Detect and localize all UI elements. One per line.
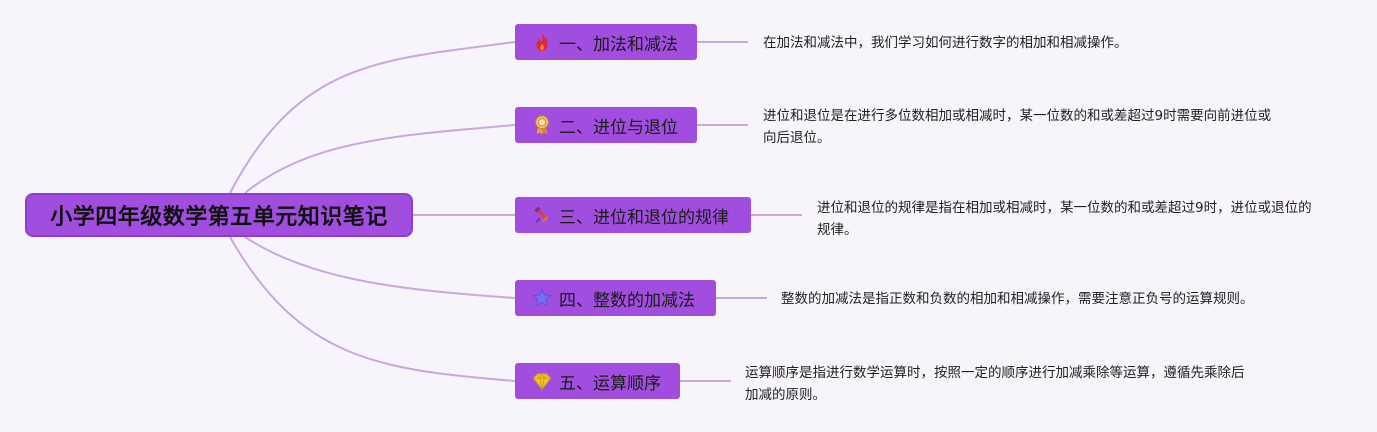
diamond-icon — [531, 370, 553, 392]
root-title: 小学四年级数学第五单元知识笔记 — [50, 205, 388, 230]
star-icon — [531, 287, 553, 309]
branch-label-3: 三、进位和退位的规律 — [559, 207, 729, 228]
branch-node-5[interactable]: 五、运算顺序 — [515, 363, 680, 399]
tools-icon — [531, 204, 553, 226]
branch-node-3[interactable]: 三、进位和退位的规律 — [515, 197, 751, 233]
branch-label-5: 五、运算顺序 — [559, 373, 661, 394]
branch-label-1: 一、加法和减法 — [559, 34, 678, 55]
branch-label-4: 四、整数的加减法 — [559, 290, 695, 311]
flame-icon — [531, 31, 553, 53]
branch-description-3: 进位和退位的规律是指在相加或相减时，某一位数的和或差超过9时，进位或退位的规律。 — [817, 200, 1312, 238]
root-node[interactable]: 小学四年级数学第五单元知识笔记 — [25, 193, 413, 237]
branch-description-1: 在加法和减法中，我们学习如何进行数字的相加和相减操作。 — [763, 35, 1128, 51]
branch-label-2: 二、进位与退位 — [559, 117, 678, 138]
branch-description-2: 进位和退位是在进行多位数相加或相减时，某一位数的和或差超过9时需要向前进位或向后… — [763, 108, 1272, 146]
branch-node-4[interactable]: 四、整数的加减法 — [515, 280, 716, 316]
branch-description-5: 运算顺序是指进行数学运算时，按照一定的顺序进行加减乘除等运算，遵循先乘除后加减的… — [745, 365, 1245, 403]
branch-node-1[interactable]: 一、加法和减法 — [515, 24, 697, 60]
branch-node-2[interactable]: 二、进位与退位 — [515, 107, 697, 143]
award-medal-icon — [531, 114, 553, 136]
branch-description-4: 整数的加减法是指正数和负数的相加和相减操作，需要注意正负号的运算规则。 — [781, 291, 1254, 307]
